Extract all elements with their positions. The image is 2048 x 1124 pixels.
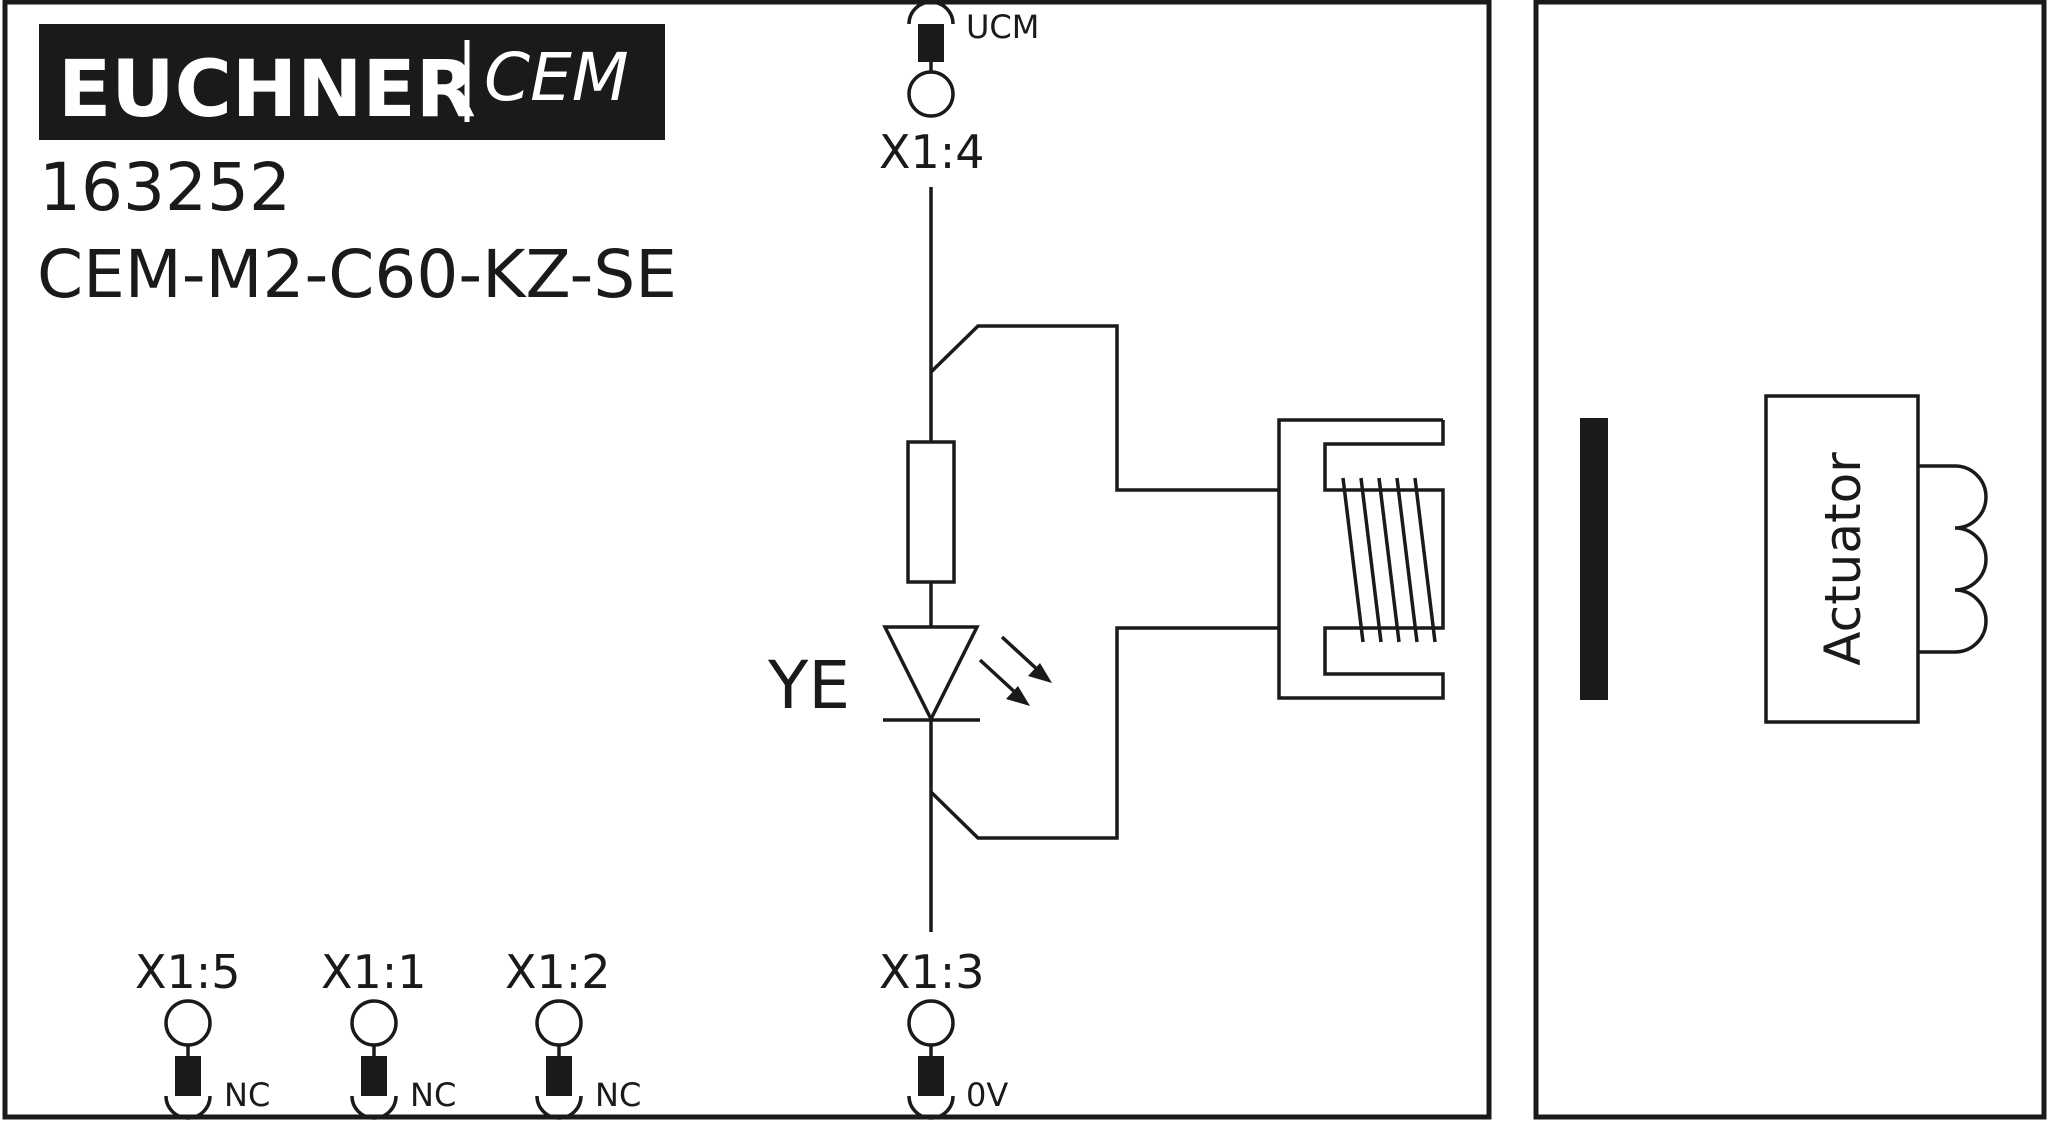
terminal-x1-1: X1:1 NC <box>321 945 456 1120</box>
logo-background <box>39 24 665 140</box>
terminal-x1-2-ring <box>535 999 583 1047</box>
terminal-x1-5-connector-arc <box>164 1095 212 1120</box>
terminal-x1-4: UCM X1:4 <box>879 0 1039 179</box>
terminal-x1-1-ring <box>350 999 398 1047</box>
terminal-x1-2-connector-arc <box>535 1095 583 1120</box>
article-number: 163252 <box>39 149 291 226</box>
resistor <box>906 440 956 584</box>
terminal-x1-3-connector-arc <box>907 1095 955 1120</box>
sensor-circuit: YE <box>767 187 1052 932</box>
terminal-x1-1-label: X1:1 <box>321 945 427 999</box>
terminal-x1-2-signal: NC <box>595 1076 641 1114</box>
model-designation: CEM-M2-C60-KZ-SE <box>37 236 677 313</box>
bypass-wiring <box>929 324 1279 840</box>
terminal-x1-3-plug <box>918 1056 944 1096</box>
terminal-x1-5-label: X1:5 <box>135 945 241 999</box>
terminal-x1-2-plug <box>546 1056 572 1096</box>
terminal-x1-4-ring <box>907 70 955 118</box>
logo-brand-name: EUCHNER <box>58 45 476 135</box>
terminal-x1-4-plug <box>918 24 944 62</box>
terminal-x1-1-connector-arc <box>350 1095 398 1120</box>
terminal-x1-4-label: X1:4 <box>879 125 985 179</box>
terminal-x1-4-signal: UCM <box>966 8 1039 46</box>
logo-product-line: CEM <box>484 39 629 116</box>
terminal-x1-5-ring <box>164 999 212 1047</box>
terminal-x1-4-connector-arc <box>907 0 955 25</box>
sensor-coil-icon <box>1277 418 1445 700</box>
terminal-x1-5: X1:5 NC <box>135 945 270 1120</box>
coil-core <box>1277 418 1445 700</box>
terminal-x1-3-label: X1:3 <box>879 945 985 999</box>
actuator-coil-icon <box>1918 464 1988 654</box>
led-color-label: YE <box>767 647 850 724</box>
armature-plate <box>1580 418 1608 700</box>
terminal-x1-3-ring <box>907 999 955 1047</box>
device-housing-frame <box>2 0 1492 1120</box>
terminal-x1-2-label: X1:2 <box>505 945 611 999</box>
lower-coil-lead <box>929 626 1279 840</box>
actuator-housing-frame <box>1533 0 2047 1120</box>
terminal-x1-2: X1:2 NC <box>505 945 641 1120</box>
terminal-x1-5-plug <box>175 1056 201 1096</box>
actuator-box <box>1764 394 1920 724</box>
upper-coil-lead <box>929 324 1279 492</box>
euchner-cem-logo: EUCHNER CEM <box>39 24 665 140</box>
terminal-x1-1-signal: NC <box>410 1076 456 1114</box>
actuator: Actuator <box>1764 394 1988 724</box>
terminal-x1-1-plug <box>361 1056 387 1096</box>
actuator-label: Actuator <box>1814 452 1872 666</box>
led-diode-icon <box>882 625 980 723</box>
light-emission-arrows-icon <box>978 635 1052 706</box>
terminal-x1-3-signal: 0V <box>966 1076 1008 1114</box>
terminal-x1-3: X1:3 0V <box>879 945 1008 1120</box>
terminal-x1-5-signal: NC <box>224 1076 270 1114</box>
